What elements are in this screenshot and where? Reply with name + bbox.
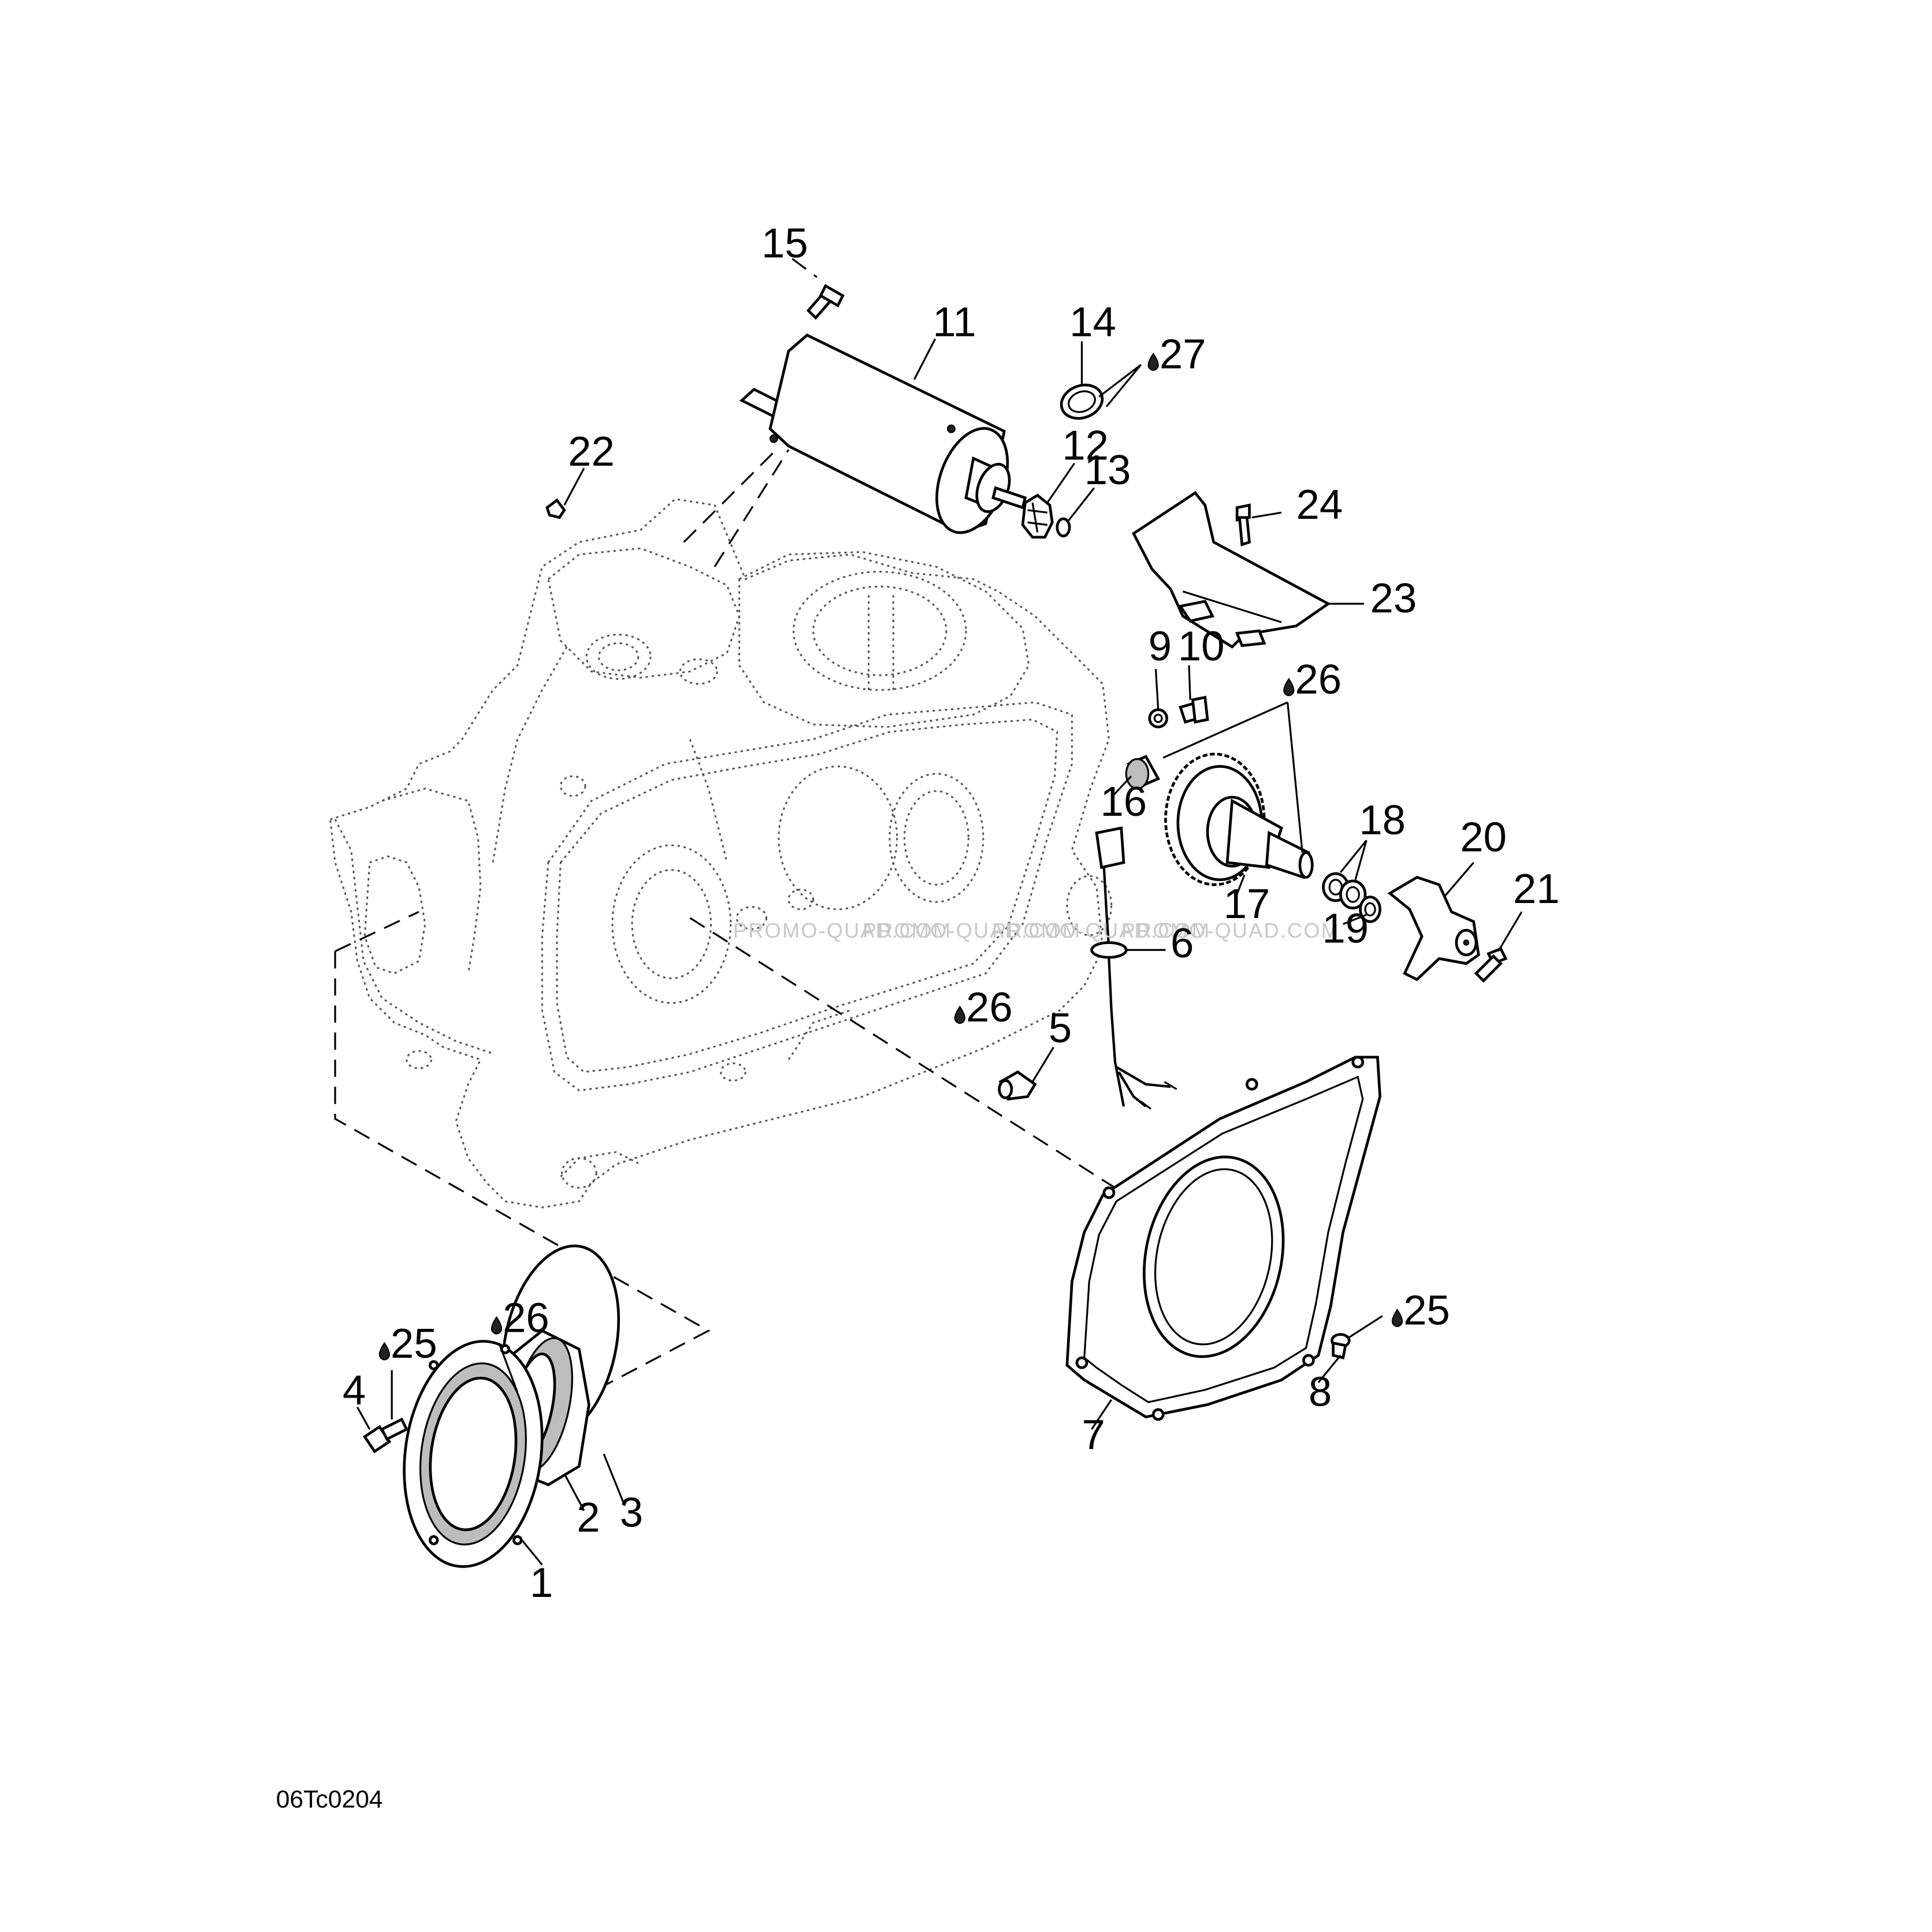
screw-24 [1235, 503, 1251, 547]
watermark-text: PROMO-QUAD.COM [992, 919, 1210, 942]
o-ring-14 [1060, 384, 1104, 420]
part-label-3: 3 [620, 1489, 643, 1536]
part-label-11: 11 [932, 299, 976, 345]
starter-drive-gear-17 [1164, 752, 1314, 886]
thrust-washer-18 [1322, 872, 1367, 910]
plug-5 [998, 1070, 1037, 1101]
part-label-21: 21 [1513, 865, 1560, 912]
drop-icon [1391, 1309, 1403, 1327]
wiring-grommet-6 [1090, 826, 1177, 1110]
part-label-20: 20 [1460, 814, 1507, 861]
drop-icon [954, 1005, 965, 1024]
part-label-9: 9 [1149, 623, 1172, 670]
washer-9 [1148, 708, 1168, 729]
part-label-13: 13 [1084, 447, 1131, 493]
part-label-15: 15 [761, 220, 808, 267]
part-label-19: 19 [1322, 905, 1369, 952]
drop-icon [491, 1316, 503, 1335]
watermark-text: PROMO-QUAD.COM [1121, 919, 1340, 942]
part-label-14: 14 [1069, 299, 1116, 345]
screw-21 [1474, 947, 1508, 983]
screw-4 [363, 1417, 408, 1454]
part-label-17: 17 [1224, 880, 1270, 927]
engine-crankcase [329, 498, 1113, 1209]
part-label-16: 16 [1100, 778, 1147, 825]
lubricant-label: 27 [1160, 331, 1206, 378]
plug-22 [545, 498, 566, 519]
watermark-text: PROMO-QUAD.COM [863, 919, 1081, 942]
leader-lines [356, 338, 1523, 1566]
screw-15 [806, 284, 845, 320]
drop-icon [378, 1342, 390, 1361]
lubricant-label: 26 [966, 984, 1013, 1031]
watermark: PROMO-QUAD.COM PROMO-QUAD.COM PROMO-QUAD… [733, 919, 1340, 942]
needle-bearing-16 [1125, 755, 1161, 790]
diagram-code: 06Tc0204 [276, 1786, 383, 1814]
part-labels: 1 2 3 4 5 6 7 8 9 10 11 12 13 14 15 16 1… [343, 220, 1560, 1606]
part-label-1: 1 [530, 1559, 553, 1606]
lubricant-label: 25 [1403, 1287, 1450, 1334]
screw-8 [1331, 1333, 1351, 1360]
part-label-8: 8 [1309, 1368, 1332, 1415]
part-label-4: 4 [343, 1367, 366, 1414]
bolt-10 [1179, 696, 1209, 724]
lubricant-drop-icons [378, 352, 1403, 1361]
part-label-7: 7 [1082, 1411, 1105, 1458]
part-label-18: 18 [1359, 797, 1406, 844]
lubricant-label: 25 [391, 1320, 437, 1367]
pinion-gear-12 [1021, 493, 1054, 539]
starter-motor-11 [739, 333, 1027, 534]
support-20 [1387, 875, 1480, 982]
part-label-12: 12 [1062, 422, 1109, 469]
part-label-5: 5 [1049, 1005, 1072, 1052]
circlip-13 [1056, 517, 1071, 538]
part-label-23: 23 [1370, 575, 1417, 622]
lubricant-labels: 27 26 26 26 25 25 [391, 331, 1450, 1368]
drop-icon [1147, 352, 1159, 371]
drop-icon [1283, 678, 1295, 696]
watermark-text: PROMO-QUAD.COM [733, 919, 952, 942]
cover-1 [403, 1340, 544, 1568]
cover-gasket-7 [1065, 1056, 1381, 1421]
part-label-24: 24 [1296, 481, 1343, 528]
part-label-10: 10 [1178, 623, 1225, 670]
part-label-6: 6 [1171, 920, 1194, 967]
part-label-2: 2 [577, 1494, 600, 1541]
part-label-22: 22 [568, 428, 615, 475]
lubricant-label: 26 [503, 1294, 549, 1341]
cover-23 [1131, 491, 1331, 649]
lubricant-label: 26 [1295, 656, 1342, 703]
